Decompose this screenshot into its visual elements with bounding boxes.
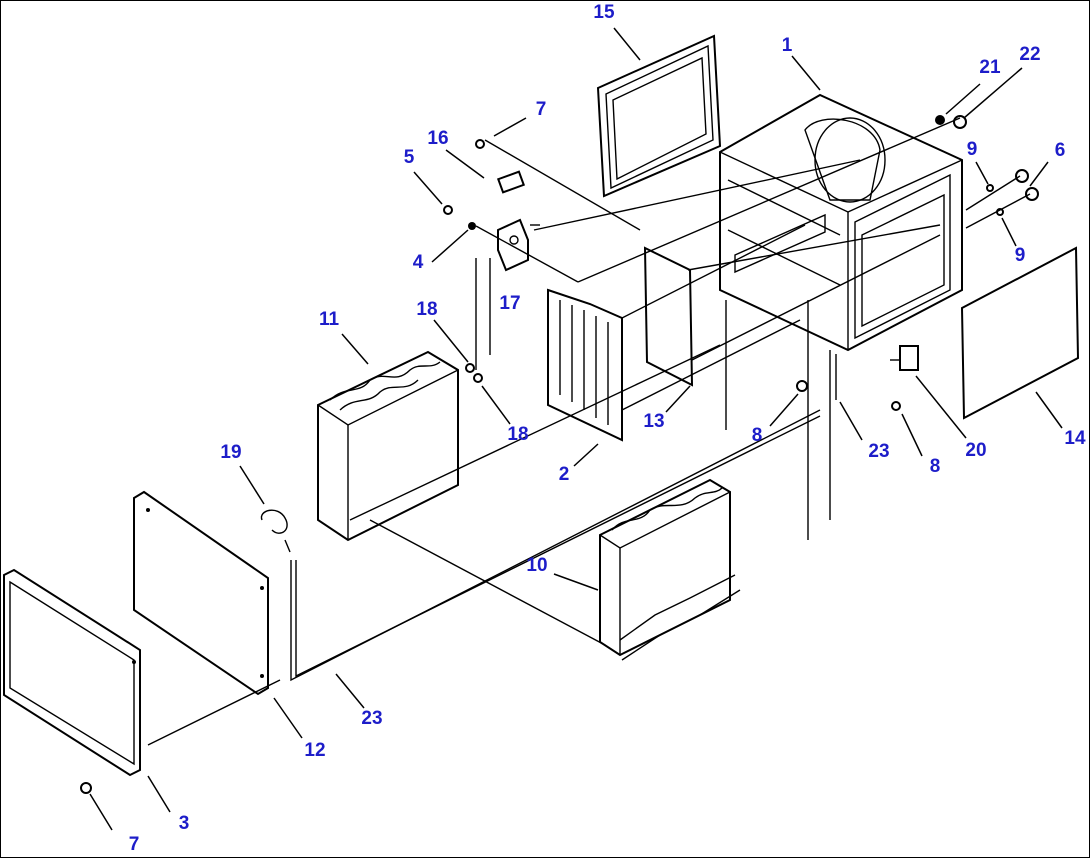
callout-16: 16	[427, 128, 449, 149]
callout-14: 14	[1064, 428, 1086, 449]
assembly-guide-lines	[147, 117, 1031, 746]
callout-12: 12	[304, 740, 326, 761]
part-15-gasket	[596, 34, 722, 198]
part-20-relay	[890, 345, 919, 371]
callout-5: 5	[403, 147, 415, 168]
part-10-heater	[599, 478, 741, 661]
part-11-core	[317, 350, 459, 542]
callout-18-bottom: 18	[507, 424, 529, 445]
part-2-grille	[547, 288, 623, 442]
callout-7-bottom: 7	[128, 834, 140, 855]
callout-18-top: 18	[416, 299, 438, 320]
part-1-case	[719, 93, 963, 352]
part-23-tubes	[290, 350, 837, 682]
callout-10: 10	[526, 555, 548, 576]
callout-2: 2	[558, 464, 570, 485]
callout-15: 15	[593, 2, 615, 23]
fasteners	[80, 139, 901, 794]
callout-11: 11	[318, 309, 340, 330]
callout-9-top: 9	[966, 139, 978, 160]
callout-9-bottom: 9	[1014, 245, 1026, 266]
callout-3: 3	[178, 813, 190, 834]
part-12-cover	[133, 490, 269, 696]
callout-20: 20	[965, 440, 987, 461]
part-13-filter	[643, 246, 694, 387]
part-16-switch	[496, 170, 526, 194]
callout-7-top: 7	[535, 99, 547, 120]
callout-8-middle: 8	[751, 425, 763, 446]
part-14-panel	[960, 246, 1080, 420]
part-19-harness	[260, 509, 291, 553]
callout-21: 21	[979, 57, 1001, 78]
callout-1: 1	[781, 35, 793, 56]
callout-6: 6	[1054, 140, 1066, 161]
callout-4: 4	[412, 252, 424, 273]
callout-13: 13	[643, 411, 665, 432]
callout-22: 22	[1019, 44, 1041, 65]
part-3-cover	[3, 568, 141, 777]
callout-8-right: 8	[929, 456, 941, 477]
callout-17: 17	[499, 293, 521, 314]
leader-lines	[89, 27, 1063, 831]
callout-19: 19	[220, 442, 242, 463]
callout-23-right: 23	[868, 441, 890, 462]
callout-23-bottom: 23	[361, 708, 383, 729]
part-17-bracket	[497, 218, 540, 272]
